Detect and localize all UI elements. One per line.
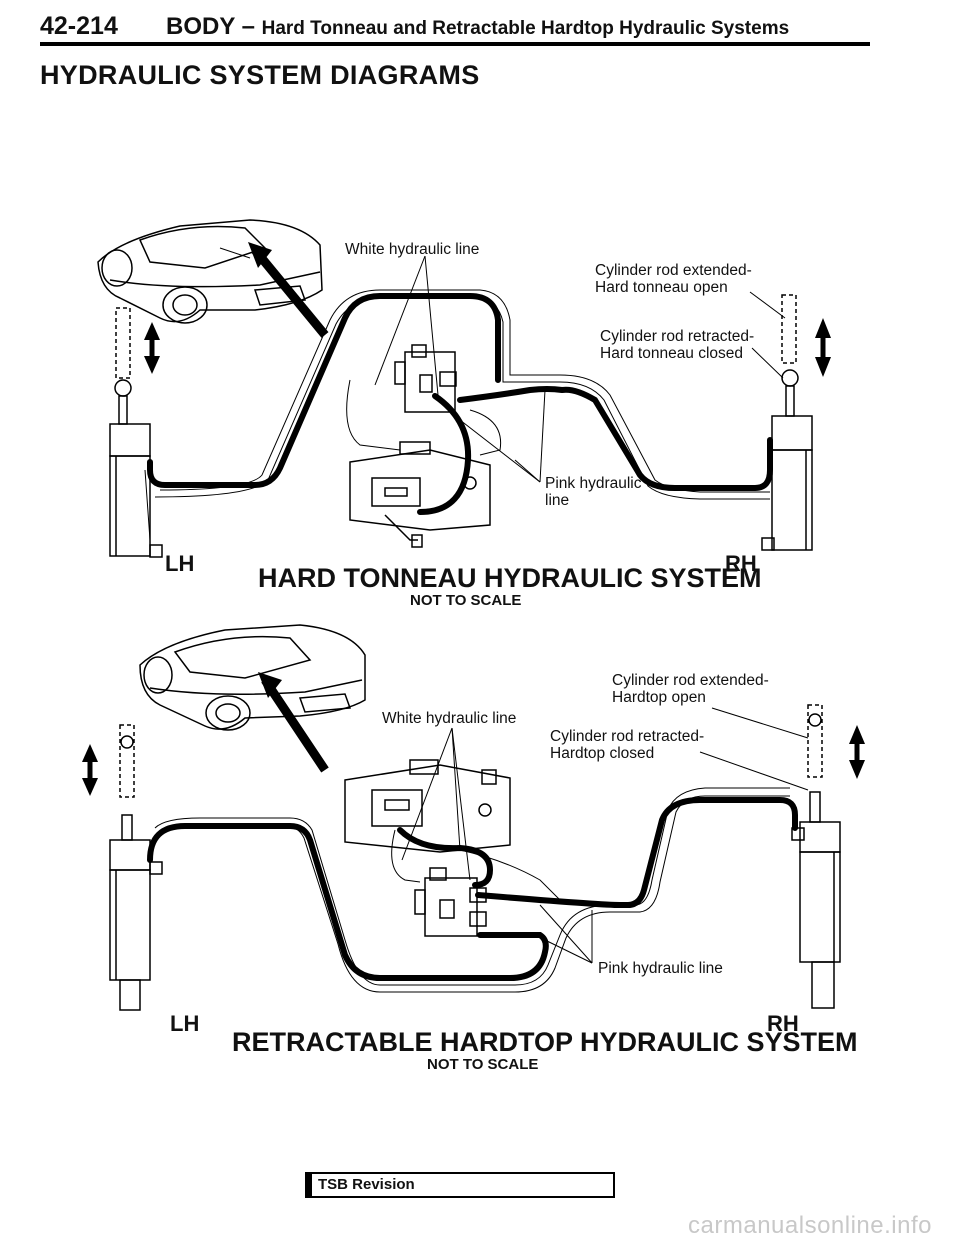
section-heading: BODY – Hard Tonneau and Retractable Hard… <box>166 13 789 41</box>
rh-cylinder-tonneau <box>761 294 813 551</box>
not-to-scale-note-1: NOT TO SCALE <box>410 592 522 609</box>
cylinder-retracted-line2: Hardtop closed <box>550 745 655 762</box>
pink-line-tonneau <box>147 293 773 515</box>
tsb-revision-label: TSB Revision <box>318 1176 415 1193</box>
pointer-arrow-hardtop <box>258 672 329 773</box>
leaders-hardtop <box>401 707 809 964</box>
cylinder-retracted-label-tonneau: Cylinder rod retracted- Hard tonneau clo… <box>600 328 754 362</box>
cylinder-retracted-line2: Hard tonneau closed <box>600 345 744 362</box>
lh-cylinder-tonneau <box>109 307 163 558</box>
page-title: HYDRAULIC SYSTEM DIAGRAMS <box>40 60 480 90</box>
rh-double-arrow-tonneau <box>815 318 831 377</box>
pink-line-line1: Pink hydraulic <box>545 475 642 492</box>
pump-motor-tonneau <box>349 441 491 548</box>
lh-label-tonneau: LH <box>165 551 195 576</box>
pink-line-line2: line <box>545 492 570 509</box>
lh-cylinder-hardtop <box>109 724 163 1011</box>
cylinder-extended-line1: Cylinder rod extended- <box>612 672 769 689</box>
section-name: BODY – <box>166 13 255 40</box>
cylinder-extended-line2: Hard tonneau open <box>595 279 728 296</box>
rh-label-tonneau: RH <box>725 551 757 576</box>
cylinder-extended-line2: Hardtop open <box>612 689 706 706</box>
valve-block-tonneau <box>394 344 457 413</box>
pump-motor-hardtop <box>344 759 511 853</box>
section-subtitle: Hard Tonneau and Retractable Hardtop Hyd… <box>261 18 790 39</box>
rh-label-hardtop: RH <box>767 1011 799 1036</box>
page-number: 42-214 <box>40 12 118 40</box>
watermark: carmanualsonline.info <box>688 1212 932 1239</box>
rh-cylinder-hardtop <box>791 704 841 1009</box>
pointer-arrow-tonneau <box>248 242 329 338</box>
cylinder-retracted-line1: Cylinder rod retracted- <box>600 328 755 345</box>
lh-double-arrow-hardtop <box>82 744 98 796</box>
car-sketch-tonneau <box>97 219 323 324</box>
pink-hydraulic-line-label-tonneau: Pink hydraulic line <box>545 475 642 509</box>
lh-label-hardtop: LH <box>170 1011 200 1036</box>
retractable-hardtop-system-title: RETRACTABLE HARDTOP HYDRAULIC SYSTEM <box>232 1027 858 1057</box>
leaders-tonneau <box>374 255 786 483</box>
header-rule <box>40 42 870 46</box>
not-to-scale-note-2: NOT TO SCALE <box>427 1056 539 1073</box>
white-hydraulic-line-label-tonneau: White hydraulic line <box>345 241 480 258</box>
rh-double-arrow-hardtop <box>849 725 865 779</box>
cylinder-extended-label-tonneau: Cylinder rod extended- Hard tonneau open <box>595 262 752 296</box>
tsb-revision-box: TSB Revision <box>305 1172 615 1198</box>
car-sketch-hardtop <box>139 624 366 731</box>
pink-hydraulic-line-label-hardtop: Pink hydraulic line <box>598 960 723 977</box>
lh-double-arrow-tonneau <box>144 322 160 374</box>
cylinder-retracted-line1: Cylinder rod retracted- <box>550 728 705 745</box>
pink-line-hardtop <box>147 797 798 981</box>
cylinder-extended-line1: Cylinder rod extended- <box>595 262 752 279</box>
valve-block-hardtop <box>414 867 487 937</box>
hard-tonneau-system-title: HARD TONNEAU HYDRAULIC SYSTEM <box>258 563 762 593</box>
white-hydraulic-line-label-hardtop: White hydraulic line <box>382 710 517 727</box>
cylinder-extended-label-hardtop: Cylinder rod extended- Hardtop open <box>612 672 769 706</box>
cylinder-retracted-label-hardtop: Cylinder rod retracted- Hardtop closed <box>550 728 704 762</box>
